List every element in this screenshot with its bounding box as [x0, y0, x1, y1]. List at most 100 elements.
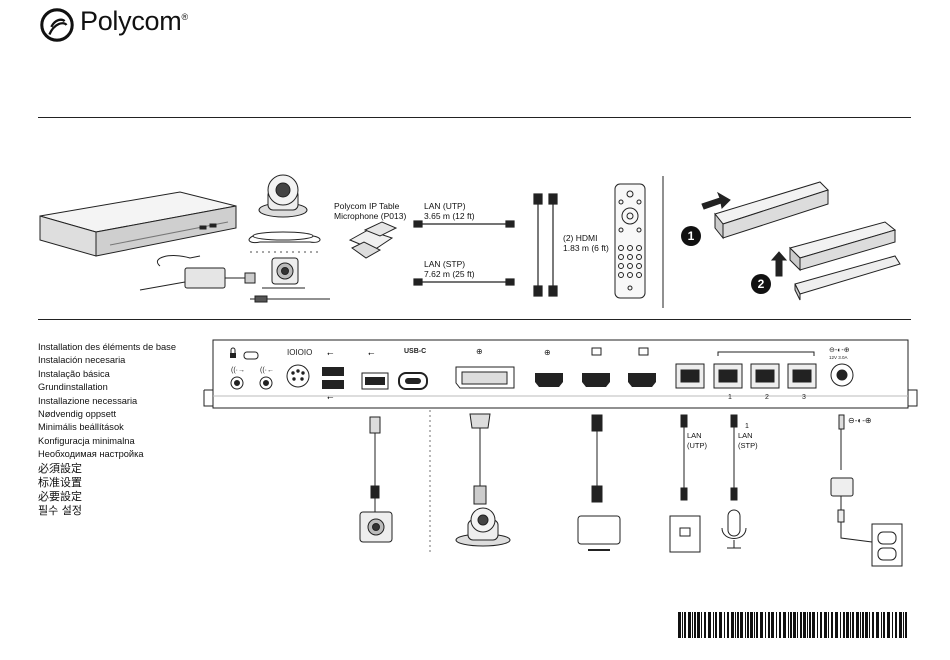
conn-lan-stp-line1: LAN — [738, 431, 753, 440]
barcode-bar — [719, 612, 722, 638]
lan-utp-connection — [669, 414, 701, 553]
barcode-bar — [824, 612, 827, 638]
power-jack-icon: ⊖-◐-⊕ — [829, 347, 854, 387]
barcode-bar — [713, 612, 714, 638]
svg-text:⊕: ⊕ — [544, 348, 551, 357]
box-contents-illustration — [39, 174, 901, 308]
barcode-bar — [803, 612, 806, 638]
barcode-bar — [817, 612, 818, 638]
svg-text:⭠: ⭠ — [327, 393, 334, 402]
conn-lan-utp-line1: LAN — [687, 431, 702, 440]
barcode-bar — [892, 612, 893, 638]
power-outlet-connection — [830, 414, 903, 567]
hdmi-ports-icon: ⊕ — [535, 347, 656, 387]
barcode-bar — [704, 612, 706, 638]
dvi-camera-connection — [455, 413, 511, 547]
svg-text:⊕: ⊕ — [476, 347, 483, 356]
hdmi-label-text: (2) HDMI — [563, 233, 598, 243]
microphone-label: Polycom IP Table Microphone (P013) — [334, 201, 406, 221]
audio-jack-icon: ((·→ ((·← — [230, 367, 274, 390]
barcode-bar — [883, 612, 885, 638]
lan-utp-label-text: LAN (UTP) — [424, 201, 466, 211]
lan-stp-label: LAN (STP) 7.62 m (25 ft) — [424, 259, 475, 279]
rear-panel-diagram: ((·→ ((·← IOIOIO ⭠ ⭠ ⭠ USB-C ⊕ ⊕ — [203, 339, 918, 567]
lan-port-2: 2 — [765, 394, 769, 401]
lan-port-3: 3 — [802, 394, 806, 401]
barcode-bar — [701, 612, 702, 638]
brand-name-text: Polycom — [80, 6, 182, 36]
hdmi-display-connection — [577, 414, 621, 551]
dvi-port-icon: ⊕ — [455, 347, 515, 389]
barcode-bar — [694, 612, 696, 638]
installation-titles: Installation des éléments de base Instal… — [38, 341, 203, 518]
webcam-icon — [250, 257, 330, 303]
barcode-bar — [768, 612, 770, 638]
barcode-icon — [678, 612, 907, 638]
install-title-zh-cn: 标准设置 — [38, 475, 82, 489]
barcode-bar — [735, 612, 736, 638]
lan-port-1: 1 — [728, 394, 732, 401]
polycom-logo-icon — [40, 8, 74, 42]
hdmi-length: 1.83 m (6 ft) — [563, 243, 609, 253]
hdmi-cable-icon — [533, 193, 558, 297]
conn-lan-stp-line2: (STP) — [738, 441, 758, 450]
usbc-label: USB-C — [404, 348, 426, 355]
power-supply-icon — [139, 255, 256, 291]
barcode-bar — [840, 612, 841, 638]
cover-step-1-icon — [701, 181, 829, 240]
barcode-bar — [899, 612, 902, 638]
barcode-bar — [747, 612, 749, 638]
barcode-bar — [692, 612, 693, 638]
microphone-label-line2: Microphone (P013) — [334, 211, 407, 221]
remote-control-icon — [614, 183, 646, 299]
barcode-bar — [846, 612, 849, 638]
install-title-hu: Minimális beállítások — [38, 422, 124, 433]
step-1-badge: 1 — [681, 226, 701, 246]
lan-utp-length: 3.65 m (12 ft) — [424, 211, 475, 221]
install-title-ko: 필수 설정 — [38, 503, 82, 517]
svg-text:((·→: ((·→ — [231, 367, 245, 374]
barcode-bar — [797, 612, 798, 638]
barcode-bar — [887, 612, 890, 638]
barcode-bar — [809, 612, 811, 638]
usb-webcam-connection — [359, 416, 393, 543]
barcode-bar — [740, 612, 743, 638]
hdmi-label: (2) HDMI 1.83 m (6 ft) — [563, 233, 609, 253]
lan-stp-mic-connection — [721, 414, 747, 549]
svg-text:⭠: ⭠ — [368, 349, 375, 358]
power-rating: 12V 3.0A — [829, 355, 848, 360]
barcode-bar — [756, 612, 758, 638]
barcode-bar — [783, 612, 786, 638]
barcode-bar — [790, 612, 792, 638]
barcode-bar — [708, 612, 711, 638]
barcode-bar — [905, 612, 907, 638]
barcode-bar — [820, 612, 822, 638]
svg-text:IOIOIO: IOIOIO — [287, 348, 312, 357]
step-2-badge: 2 — [751, 274, 771, 294]
camera-control-port-icon: IOIOIO — [286, 348, 312, 388]
barcode-bar — [881, 612, 882, 638]
barcode-bar — [835, 612, 838, 638]
usb-a-ports-icon: ⭠ ⭠ ⭠ — [322, 349, 389, 402]
barcode-bar — [771, 612, 774, 638]
barcode-bar — [800, 612, 802, 638]
power-symbol: ⊖-◐-⊕ — [848, 416, 872, 425]
install-title-ru: Необходимая настройка — [38, 449, 144, 460]
lock-icon — [230, 347, 236, 358]
cover-step-2-icon — [770, 221, 901, 301]
install-title-de: Grundinstallation — [38, 382, 108, 393]
trademark: ® — [181, 12, 188, 22]
barcode-bar — [862, 612, 864, 638]
microphone-label-line1: Polycom IP Table — [334, 201, 400, 211]
install-title-pl: Konfiguracja minimalna — [38, 435, 135, 446]
barcode-bar — [697, 612, 700, 638]
barcode-bar — [684, 612, 686, 638]
barcode-bar — [724, 612, 725, 638]
svg-text:((·←: ((·← — [260, 367, 274, 374]
conn-lan-stp-label: LAN (STP) — [738, 431, 758, 451]
barcode-bar — [903, 612, 904, 638]
lan-stp-label-text: LAN (STP) — [424, 259, 466, 269]
middle-rule — [38, 319, 911, 320]
install-title-it: Installazione necessaria — [38, 395, 138, 406]
install-title-no: Nødvendig oppsett — [38, 409, 117, 420]
